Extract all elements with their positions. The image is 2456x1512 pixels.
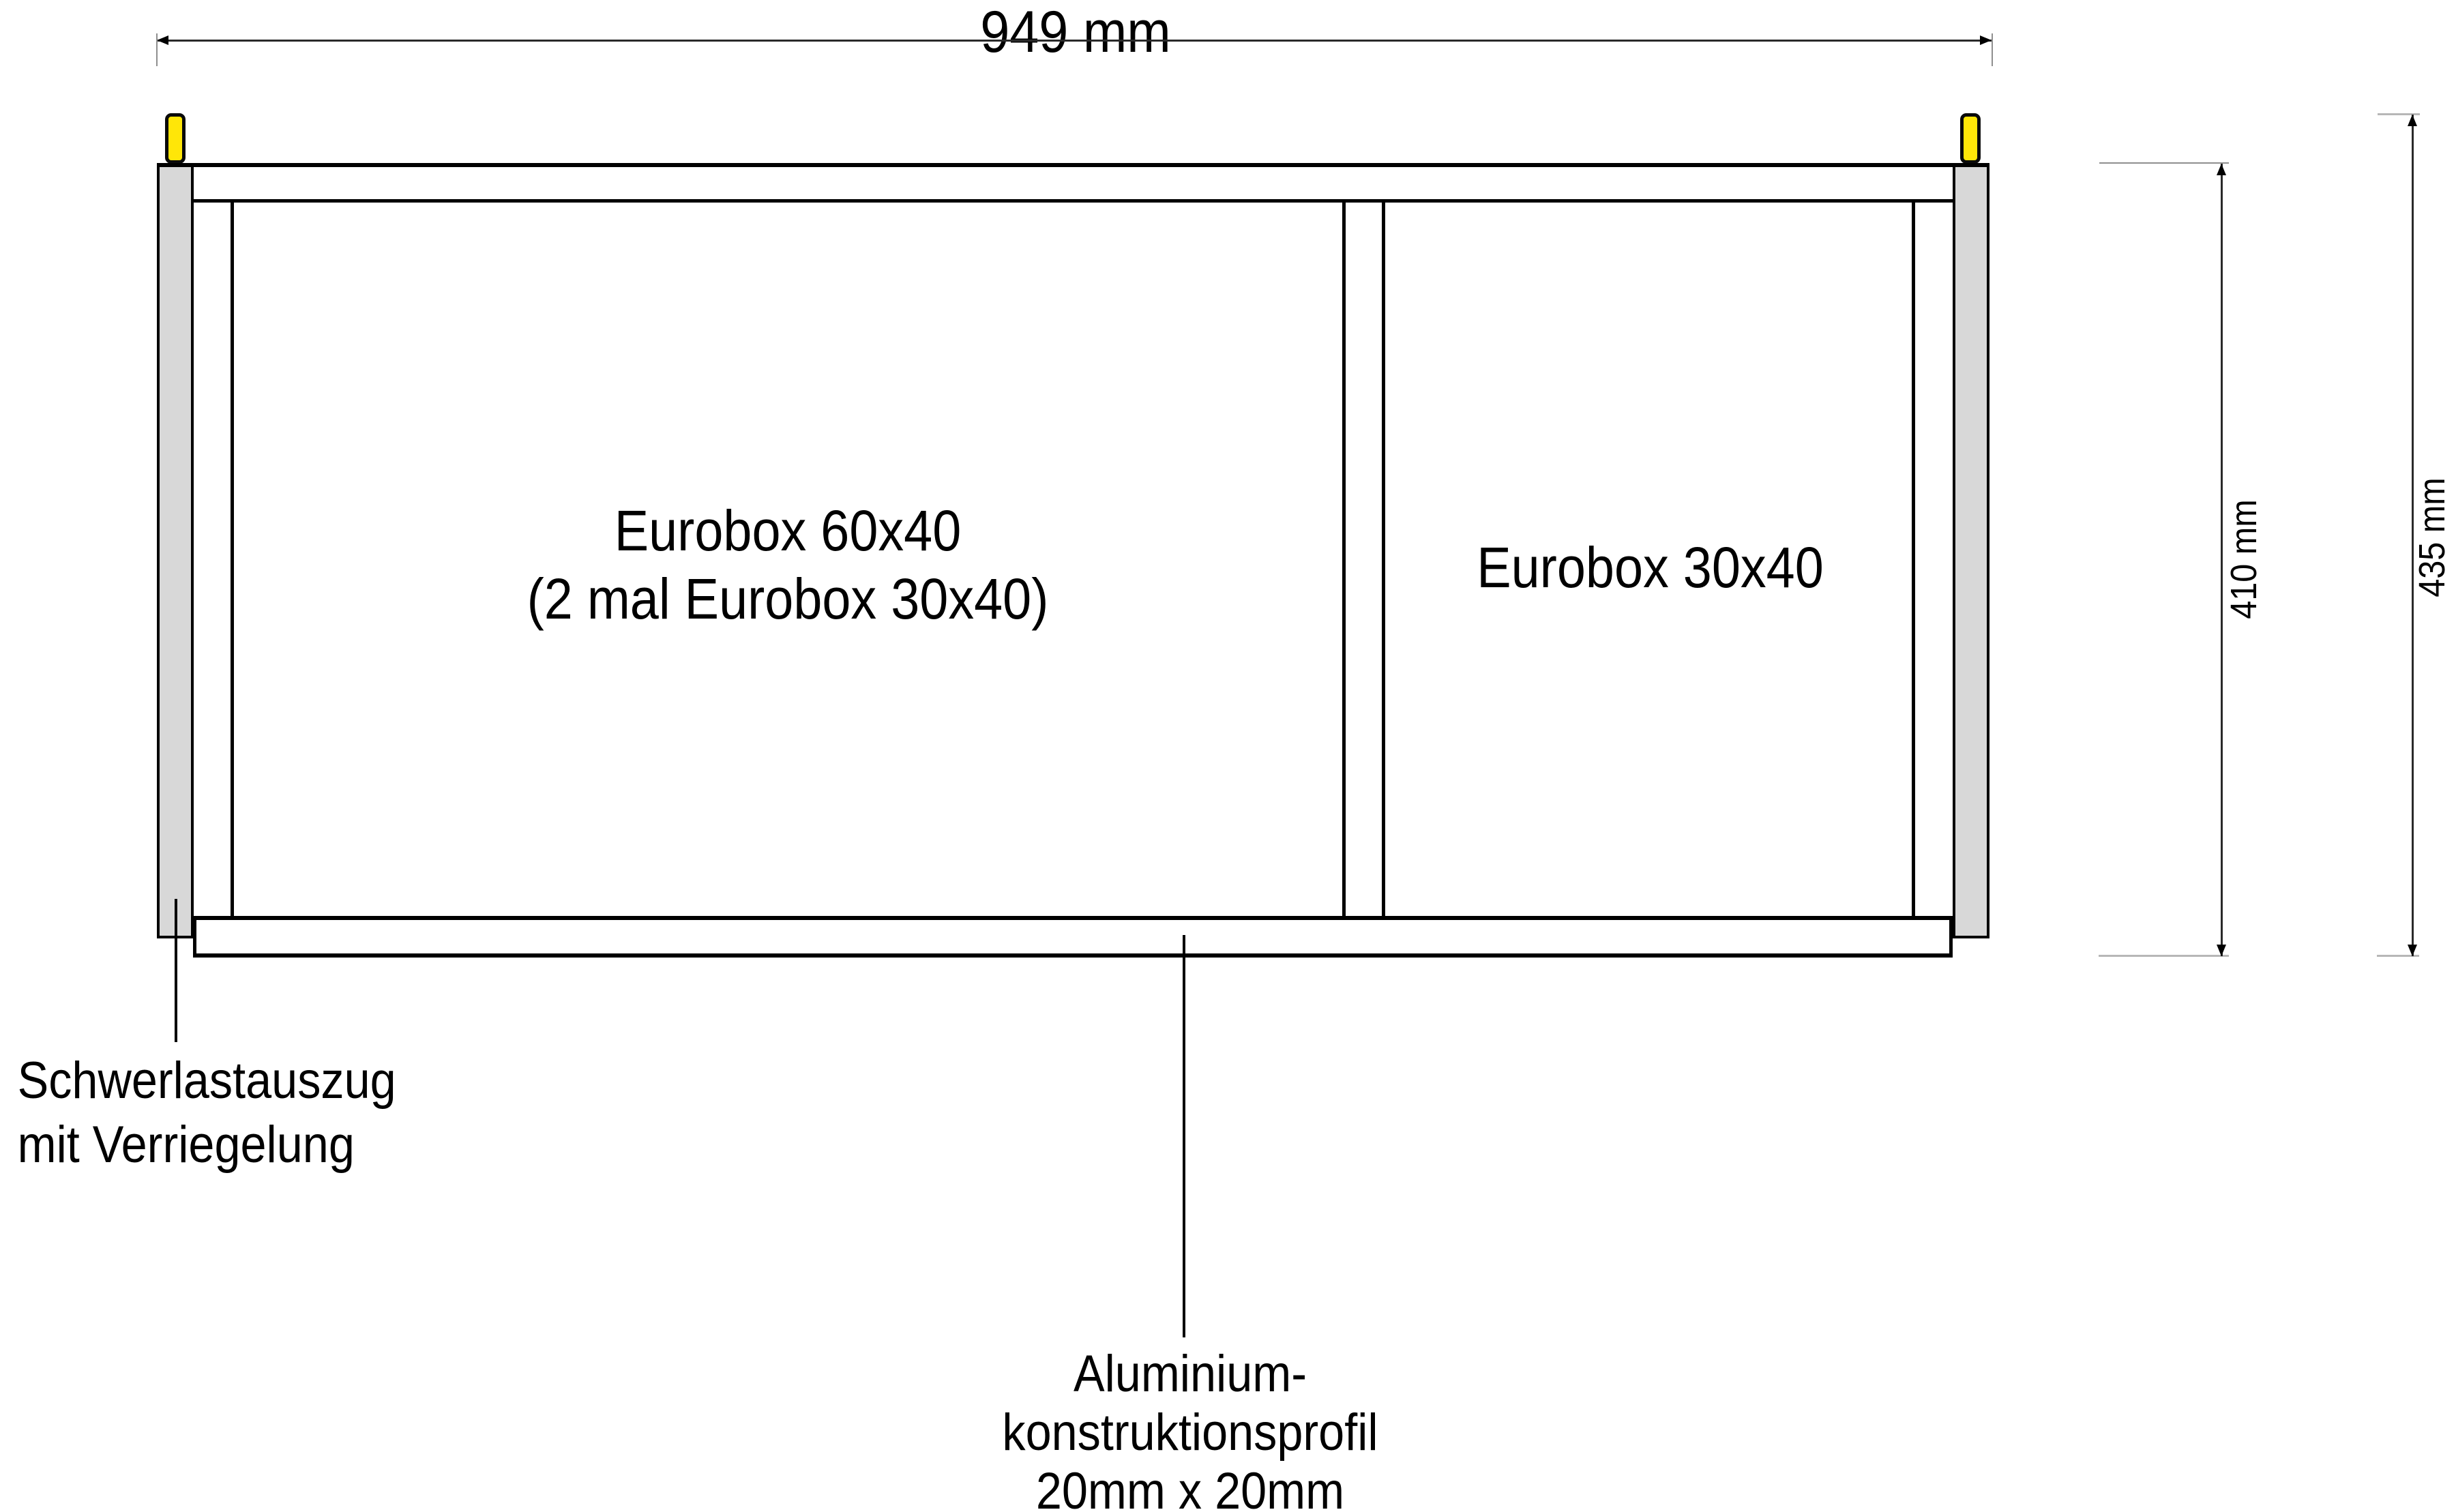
rail-callout-line2: mit Verriegelung xyxy=(17,1116,355,1174)
profile-callout-line2: konstruktionsprofil xyxy=(1002,1404,1378,1462)
inner-height-extension-line-top xyxy=(2099,162,2229,164)
inner-height-dimension-line xyxy=(2221,164,2223,956)
profile-callout-line1: Aluminium- xyxy=(1073,1345,1307,1403)
left-compartment-left-wall xyxy=(231,199,234,920)
left-compartment-label-line2: (2 mal Eurobox 30x40) xyxy=(527,567,1049,631)
outer-height-extension-line-top xyxy=(2378,113,2420,115)
right-compartment-left-wall xyxy=(1382,199,1385,920)
width-extension-line-left xyxy=(156,33,158,66)
rail-callout-leader-line xyxy=(175,899,177,1042)
left-lock-pin xyxy=(165,113,186,164)
right-slide-rail xyxy=(1953,164,1989,938)
width-dimension-label: 949 mm xyxy=(980,0,1171,65)
width-dimension-arrow-left-icon xyxy=(157,35,168,45)
profile-callout-line3: 20mm x 20mm xyxy=(1035,1462,1345,1512)
width-dimension-arrow-right-icon xyxy=(1980,35,1992,45)
left-compartment-label-line1: Eurobox 60x40 xyxy=(614,499,962,563)
right-lock-pin xyxy=(1960,113,1981,164)
width-extension-line-right xyxy=(1992,33,1993,66)
rail-callout-line1: Schwerlastauszug xyxy=(17,1052,396,1110)
inner-height-extension-line-bottom xyxy=(2099,955,2229,957)
inner-height-dimension-label: 410 mm xyxy=(2223,499,2264,619)
width-dimension-line xyxy=(157,40,1992,42)
left-compartment-right-wall xyxy=(1342,199,1346,920)
inner-height-arrow-top-icon xyxy=(2217,164,2226,175)
rail-callout-label: Schwerlastauszug mit Verriegelung xyxy=(17,1049,396,1177)
left-slide-rail xyxy=(157,164,194,938)
frame-bottom-right-cap-line xyxy=(1949,916,1953,958)
outer-height-arrow-bottom-icon xyxy=(2408,945,2417,956)
frame-bottom-outer-line xyxy=(193,953,1953,958)
inner-height-arrow-bottom-icon xyxy=(2217,945,2226,956)
frame-top-outer-line xyxy=(157,163,1989,167)
outer-height-arrow-top-icon xyxy=(2408,115,2417,126)
right-compartment-label: Eurobox 30x40 xyxy=(1477,535,1824,599)
compartment-bottom-line xyxy=(193,916,1953,920)
profile-callout-label: Aluminium- konstruktionsprofil 20mm x 20… xyxy=(883,1345,1497,1512)
outer-height-dimension-line xyxy=(2412,115,2414,956)
right-compartment-right-wall xyxy=(1912,199,1915,920)
frame-bottom-left-cap-line xyxy=(193,916,196,958)
outer-height-dimension-label: 435 mm xyxy=(2412,477,2453,597)
profile-callout-leader-line xyxy=(1183,935,1185,1337)
frame-top-inner-line xyxy=(193,199,1953,203)
left-compartment-label: Eurobox 60x40 (2 mal Eurobox 30x40) xyxy=(297,496,1279,633)
outer-height-extension-line-bottom xyxy=(2377,955,2419,957)
